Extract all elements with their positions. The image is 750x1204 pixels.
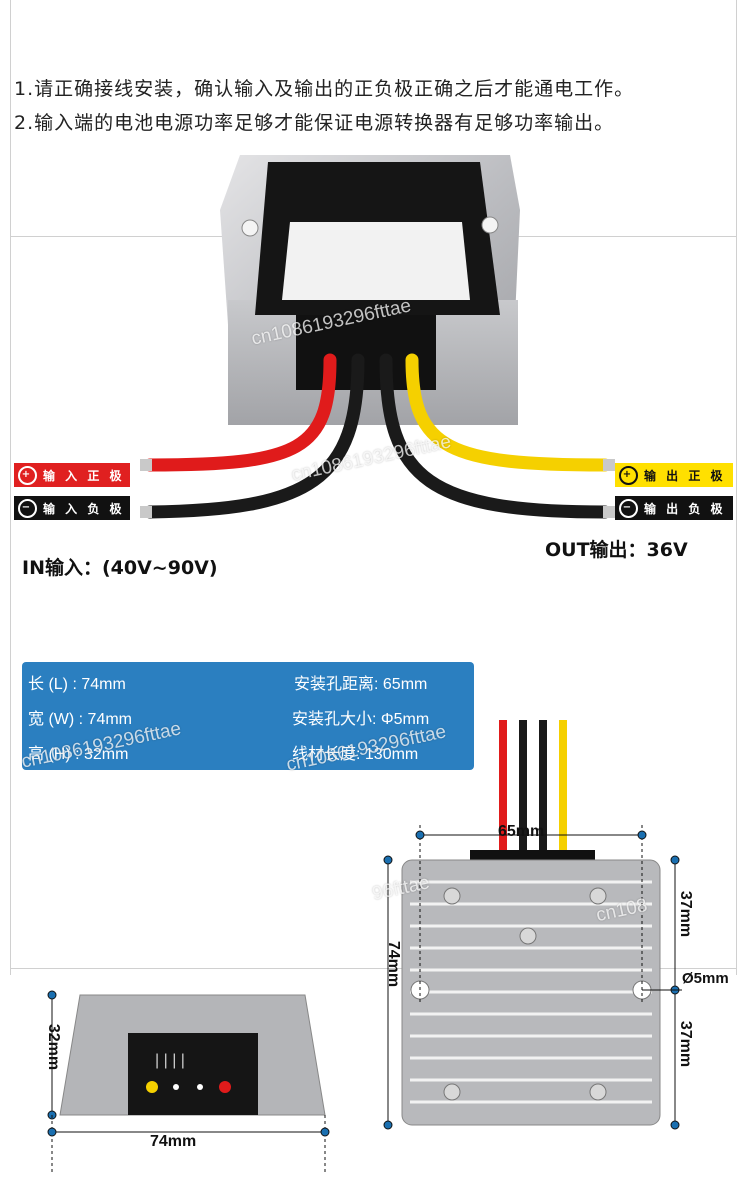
- dim-upper-half: 37mm: [677, 890, 695, 938]
- spec-hole-size: 安装孔大小: Φ5mm: [292, 711, 430, 728]
- top-view-drawing: [383, 720, 682, 1130]
- tag-output-positive: + 输 出 正 极: [615, 463, 733, 487]
- product-photo: [140, 155, 615, 519]
- tag-output-negative: − 输 出 负 极: [615, 496, 733, 520]
- spec-wire-length: 线材长度: 130mm: [292, 746, 419, 763]
- dim-front-width: 74mm: [150, 1133, 197, 1150]
- spec-width: 宽 (W) : 74mm: [28, 711, 132, 728]
- instruction-line-1: 1.请正确接线安装，确认输入及输出的正负极正确之后才能通电工作。: [14, 78, 635, 100]
- dim-front-height: 32mm: [45, 1023, 63, 1071]
- minus-icon: −: [18, 498, 37, 518]
- frame-left: [10, 0, 11, 975]
- product-label: [282, 222, 470, 300]
- tag-input-positive: + 输 入 正 极: [14, 463, 130, 487]
- plus-icon: +: [619, 465, 638, 485]
- minus-icon: −: [619, 498, 638, 518]
- frame-right: [736, 0, 737, 975]
- output-voltage: OUT输出：36V: [545, 539, 688, 561]
- mount-hole-right: [481, 216, 499, 234]
- spec-panel: 长 (L) : 74mm 宽 (W) : 74mm 高 (H) : 32mm 安…: [22, 662, 474, 770]
- instruction-line-2: 2.输入端的电池电源功率足够才能保证电源转换器有足够功率输出。: [14, 112, 615, 134]
- wire-output-negative: [379, 353, 612, 519]
- plus-icon: +: [18, 465, 37, 485]
- wire-exit: [470, 850, 595, 860]
- tag-output-positive-label: 输 出 正 极: [644, 468, 726, 483]
- frame-bottom-inner: [10, 968, 737, 969]
- wire-input-positive: [143, 353, 337, 472]
- dim-body-length: 74mm: [385, 940, 403, 988]
- dim-lower-half: 37mm: [677, 1020, 695, 1068]
- input-voltage-range: IN输入：(40V~90V): [22, 557, 218, 579]
- front-terminal-panel: [128, 1033, 258, 1115]
- wire-tip: [140, 506, 152, 518]
- wire-tip: [603, 459, 615, 471]
- tag-input-negative-label: 输 入 负 极: [43, 501, 125, 516]
- wire-input-negative: [143, 353, 365, 519]
- tag-output-negative-label: 输 出 负 极: [644, 501, 726, 516]
- wire-tip: [603, 506, 615, 518]
- svg-text:| | | |: | | | |: [155, 1052, 185, 1069]
- tag-input-positive-label: 输 入 正 极: [43, 468, 125, 483]
- tag-input-negative: − 输 入 负 极: [14, 496, 130, 520]
- spec-hole-distance: 安装孔距离: 65mm: [294, 676, 428, 693]
- mount-hole-left: [241, 219, 259, 237]
- wire-tip: [140, 459, 152, 471]
- wire-output-positive: [405, 353, 612, 472]
- dim-hole-size: Ø5mm: [682, 970, 729, 987]
- dim-hole-distance: 65mm: [498, 823, 545, 840]
- spec-length: 长 (L) : 74mm: [28, 676, 126, 693]
- spec-height: 高 (H) : 32mm: [28, 746, 129, 763]
- front-view-drawing: | | | |: [47, 990, 330, 1175]
